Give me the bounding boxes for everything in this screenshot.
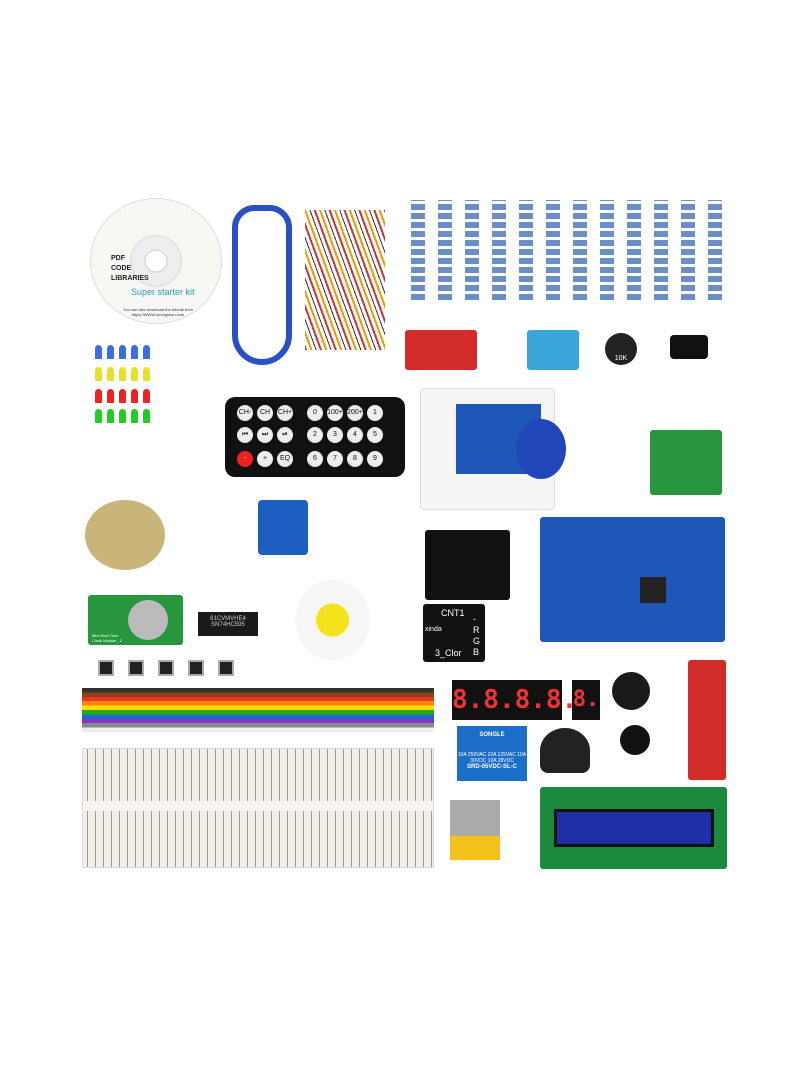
rgb-title: CNT1	[441, 608, 465, 618]
remote-button[interactable]: 100+	[327, 405, 343, 421]
remote-button[interactable]: +	[257, 451, 273, 467]
cd-label: PDF	[111, 255, 125, 262]
remote-button[interactable]: 8	[347, 451, 363, 467]
remote-button[interactable]: 1	[367, 405, 383, 421]
fan-propeller	[295, 580, 370, 660]
lcd1602-display	[540, 787, 727, 869]
relay-rating: 10A 250VAC 10A 125VAC 10A 30VDC 10A 28VD…	[457, 752, 527, 764]
shift-register-chip: 81CVMVHE4 SN74HC595	[198, 612, 258, 636]
remote-button[interactable]: ⏮	[237, 427, 253, 443]
uno-board	[540, 517, 725, 642]
push-button	[128, 660, 144, 676]
sound-sensor-module	[405, 330, 477, 370]
joystick-module	[425, 530, 510, 600]
dht11-sensor	[527, 330, 579, 370]
remote-button[interactable]: 2	[307, 427, 323, 443]
dc-motor	[450, 800, 500, 860]
breadboard	[82, 748, 434, 868]
dupont-ribbon-cable	[82, 688, 434, 732]
potentiometer: 10K	[605, 333, 637, 365]
rtc-label: Mini Real Time Clock Module - 2	[92, 633, 123, 643]
remote-button[interactable]: CH-	[237, 405, 253, 421]
buzzer-active	[620, 725, 650, 755]
rgb-model: 3_Clor	[435, 648, 462, 658]
push-button	[98, 660, 114, 676]
buzzer-passive	[612, 672, 650, 710]
rtc-module: Mini Real Time Clock Module - 2	[88, 595, 183, 645]
chip-line: SN74HC595	[211, 622, 245, 628]
cd-label: CODE	[111, 265, 132, 272]
remote-button[interactable]: CH	[257, 405, 273, 421]
remote-button[interactable]: 3	[327, 427, 343, 443]
push-button	[218, 660, 234, 676]
battery-clip	[670, 335, 708, 359]
water-level-sensor	[688, 660, 726, 780]
remote-button[interactable]: -	[237, 451, 253, 467]
remote-button[interactable]: 0	[307, 405, 323, 421]
remote-button[interactable]: 6	[307, 451, 323, 467]
cd-disc: PDF CODE LIBRARIES Super starter kit You…	[90, 198, 222, 324]
relay-brand: SONGLE	[479, 732, 505, 738]
remote-button[interactable]: 4	[347, 427, 363, 443]
rgb-pins: -RGB	[473, 614, 481, 657]
servo-motor	[258, 500, 308, 555]
push-button	[188, 660, 204, 676]
joystick-cap	[540, 728, 590, 773]
stepper-driver-board	[650, 430, 722, 495]
remote-button[interactable]: ⏯	[277, 427, 293, 443]
one-digit-display: 8.	[572, 680, 600, 720]
resistor-set	[405, 200, 725, 300]
relay: SONGLE 10A 250VAC 10A 125VAC 10A 30VDC 1…	[457, 726, 527, 781]
rgb-brand: xinda	[425, 626, 442, 633]
relay-model: SRD-05VDC-SL-C	[466, 764, 517, 770]
usb-cable	[232, 205, 292, 365]
remote-button[interactable]: 7	[327, 451, 343, 467]
rfid-card	[420, 388, 566, 510]
remote-button[interactable]: CH+	[277, 405, 293, 421]
four-digit-display: 8.8.8.8.	[452, 680, 577, 720]
stepper-motor	[85, 500, 165, 570]
chip-line: 81CVMVHE4	[210, 616, 246, 622]
ir-remote: CH- CH CH+ ⏮ ⏭ ⏯ - + EQ 0 100+ 200+ 1 2 …	[225, 397, 405, 477]
push-button	[158, 660, 174, 676]
cd-title: Super starter kit	[131, 287, 195, 297]
jumper-wires	[305, 210, 385, 350]
remote-button[interactable]: 200+	[347, 405, 363, 421]
cd-label: LIBRARIES	[111, 275, 149, 282]
remote-button[interactable]: 9	[367, 451, 383, 467]
cd-note: You can also download the tutorial from …	[123, 307, 193, 317]
remote-button[interactable]: 5	[367, 427, 383, 443]
remote-button[interactable]: ⏭	[257, 427, 273, 443]
rgb-led-module: CNT1 xinda 3_Clor -RGB	[423, 604, 485, 662]
remote-button[interactable]: EQ	[277, 451, 293, 467]
